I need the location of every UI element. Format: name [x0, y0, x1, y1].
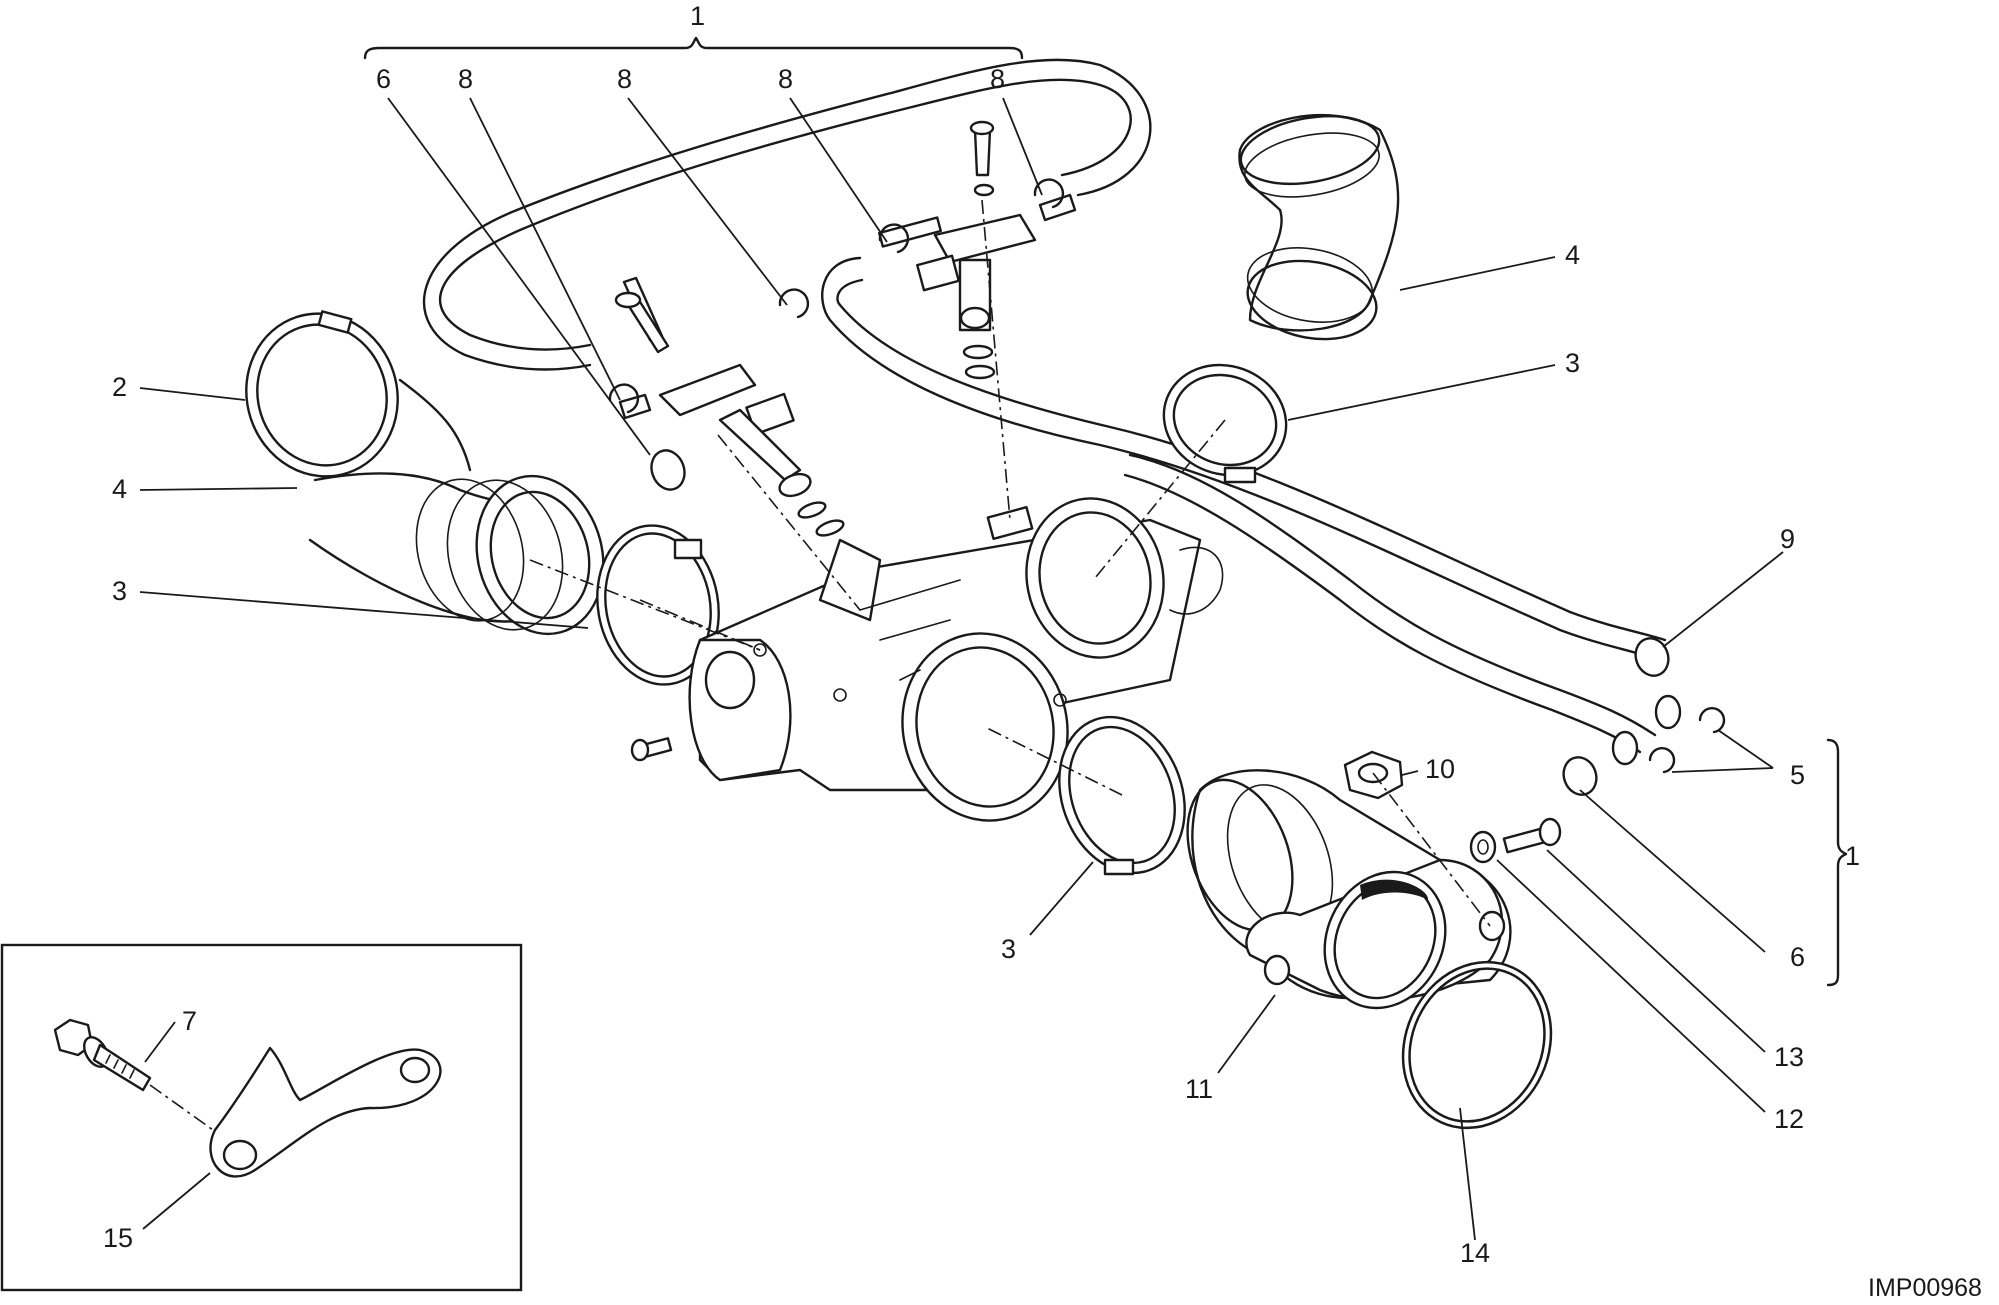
callout-12: 12: [1774, 1104, 1804, 1134]
callout-8-c: 8: [778, 64, 793, 94]
fuel-rail-right: [878, 120, 1077, 380]
callout-2: 2: [112, 372, 127, 402]
callout-13: 13: [1774, 1042, 1804, 1072]
callout-labels: 1 6 8 8 8 8 2 4 3 4 3 9 10 5 1 3 6 13 12…: [103, 1, 1982, 1302]
clamp-3-left: [596, 524, 720, 686]
image-code: IMP00968: [1868, 1274, 1982, 1302]
fuel-hose-upper: [422, 58, 1152, 371]
right-brace-1: [1826, 738, 1848, 987]
callout-6-right: 6: [1790, 942, 1805, 972]
bolt-7: [53, 1018, 152, 1092]
callout-11: 11: [1185, 1074, 1213, 1104]
sleeve-6-top: [650, 449, 686, 491]
callout-3-right: 3: [1565, 348, 1580, 378]
oring-14: [1401, 960, 1553, 1130]
screw-throttle-left: [630, 737, 673, 762]
intake-manifold-11: [1186, 769, 1512, 1010]
nut-10: [1343, 750, 1404, 800]
sleeve-9: [1634, 637, 1670, 677]
hose-clips-8: [608, 178, 1065, 414]
callout-10: 10: [1425, 754, 1455, 784]
fuel-hose-middle: [821, 256, 1667, 662]
clips-5: [1648, 707, 1726, 774]
top-brace-1: [363, 36, 1024, 60]
intake-hose-clamp-2: [245, 310, 399, 478]
leader-lines: [139, 97, 1784, 1241]
callout-7: 7: [182, 1006, 197, 1036]
intake-duct-right-4: [1238, 113, 1400, 341]
callout-5: 5: [1790, 760, 1805, 790]
inset-detail-box: [0, 943, 523, 1292]
callout-8-b: 8: [617, 64, 632, 94]
callout-4-right: 4: [1565, 240, 1580, 270]
fuel-rail-left: [618, 276, 845, 537]
fuel-hose-lower: [1123, 453, 1657, 754]
callout-6-top: 6: [376, 64, 391, 94]
callout-15: 15: [103, 1223, 133, 1253]
throttle-body-assembly: [688, 497, 1224, 822]
callout-9: 9: [1780, 524, 1795, 554]
callout-4-left: 4: [112, 474, 127, 504]
injector-bolt-left: [614, 291, 670, 354]
washer-12: [1469, 830, 1497, 864]
callout-14: 14: [1460, 1238, 1490, 1268]
callout-1-right: 1: [1845, 841, 1860, 871]
callout-1-top: 1: [690, 1, 705, 31]
callout-3-left: 3: [112, 576, 127, 606]
assembly-center-lines: [529, 199, 1491, 927]
screw-13: [1502, 817, 1562, 854]
sleeve-6-right: [1562, 756, 1598, 796]
callout-8-a: 8: [458, 64, 473, 94]
callout-3-bottom: 3: [1001, 934, 1016, 964]
hose-end-9: [1611, 694, 1682, 766]
callout-8-d: 8: [990, 64, 1005, 94]
bracket-15: [209, 1046, 442, 1178]
